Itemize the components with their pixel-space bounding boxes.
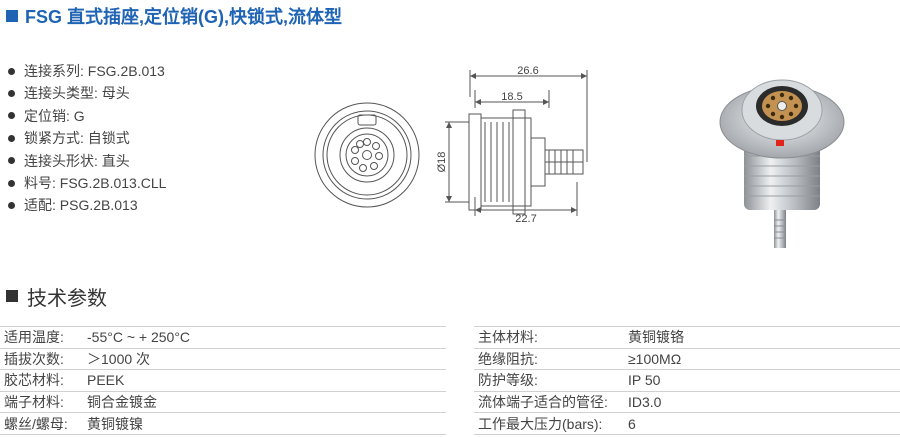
spec-text: 连接头类型: 母头 <box>24 85 130 102</box>
table-row: 主体材料:黄铜镀铬 <box>474 326 900 349</box>
table-row: 螺丝/螺母:黄铜镀镍 <box>0 412 446 435</box>
param-key: 适用温度: <box>0 326 83 349</box>
param-value: ID3.0 <box>624 390 900 413</box>
param-key: 插拔次数: <box>0 347 83 370</box>
table-row: 防护等级:IP 50 <box>474 369 900 392</box>
product-title: FSG 直式插座,定位销(G),快锁式,流体型 <box>6 4 342 28</box>
bullet-icon <box>8 134 15 142</box>
bullet-icon <box>8 112 15 120</box>
bullet-icon <box>8 179 15 187</box>
section-title: 技术参数 <box>6 283 107 310</box>
table-row: 绝缘阻抗:≥100MΩ <box>474 347 900 370</box>
table-row: 插拔次数:＞1000 次 <box>0 347 446 370</box>
param-key: 工作最大压力(bars): <box>474 412 624 435</box>
bullet-icon <box>8 202 15 210</box>
table-row: 胶芯材料:PEEK <box>0 369 446 392</box>
param-key: 绝缘阻抗: <box>474 347 624 370</box>
table-row: 端子材料:铜合金镀金 <box>0 390 446 413</box>
spec-item: 连接头形状: 直头 <box>8 150 166 172</box>
product-photo <box>719 79 845 248</box>
bullet-icon <box>8 67 15 75</box>
param-value: ＞1000 次 <box>83 347 446 370</box>
side-view-drawing: 26.6 18.5 22.7 Ø18 <box>437 65 588 222</box>
red-mark <box>776 140 784 146</box>
param-value: 黄铜镀镍 <box>83 412 446 435</box>
param-key: 端子材料: <box>0 390 83 413</box>
param-value: -55°C ~ + 250°C <box>83 326 446 349</box>
param-key: 螺丝/螺母: <box>0 412 83 435</box>
param-key: 防护等级: <box>474 369 624 392</box>
section-square-icon <box>6 290 18 302</box>
spec-item: 料号: FSG.2B.013.CLL <box>8 172 166 194</box>
spec-text: 锁紧方式: 自锁式 <box>24 130 130 147</box>
param-value: IP 50 <box>624 369 900 392</box>
dim-mid-label: 18.5 <box>501 91 522 103</box>
title-square-icon <box>6 10 18 22</box>
table-row: 适用温度:-55°C ~ + 250°C <box>0 326 446 349</box>
params-table-right: 主体材料:黄铜镀铬 绝缘阻抗:≥100MΩ 防护等级:IP 50 流体端子适合的… <box>474 326 900 435</box>
param-key: 流体端子适合的管径: <box>474 390 624 413</box>
dim-bottom-label: 22.7 <box>515 213 536 222</box>
param-value: 铜合金镀金 <box>83 390 446 413</box>
spec-item: 适配: PSG.2B.013 <box>8 194 166 216</box>
spec-text: 连接头形状: 直头 <box>24 152 130 169</box>
front-view-drawing <box>314 102 420 208</box>
param-value: 6 <box>624 412 900 435</box>
spec-item: 锁紧方式: 自锁式 <box>8 127 166 149</box>
spec-list: 连接系列: FSG.2B.013 连接头类型: 母头 定位销: G 锁紧方式: … <box>8 60 166 217</box>
bullet-icon <box>8 157 15 165</box>
param-value: 黄铜镀铬 <box>624 326 900 349</box>
spec-item: 连接头类型: 母头 <box>8 82 166 104</box>
spec-text: 连接系列: FSG.2B.013 <box>24 63 165 79</box>
dim-diameter-label: Ø18 <box>437 152 448 173</box>
section-title-text: 技术参数 <box>27 287 107 310</box>
bullet-icon <box>8 90 15 98</box>
spec-text: 定位销: G <box>24 107 85 124</box>
spec-item: 定位销: G <box>8 105 166 127</box>
spec-text: 料号: FSG.2B.013.CLL <box>24 174 167 191</box>
product-title-text: FSG 直式插座,定位销(G),快锁式,流体型 <box>25 7 342 27</box>
params-table-left: 适用温度:-55°C ~ + 250°C 插拔次数:＞1000 次 胶芯材料:P… <box>0 326 446 435</box>
dim-top-label: 26.6 <box>517 65 538 77</box>
param-value: PEEK <box>83 369 446 392</box>
spec-text: 适配: PSG.2B.013 <box>24 197 138 214</box>
param-value: ≥100MΩ <box>624 347 900 370</box>
param-key: 胶芯材料: <box>0 369 83 392</box>
param-key: 主体材料: <box>474 326 624 349</box>
spec-item: 连接系列: FSG.2B.013 <box>8 60 166 82</box>
table-row: 工作最大压力(bars):6 <box>474 412 900 435</box>
table-row: 流体端子适合的管径:ID3.0 <box>474 390 900 413</box>
